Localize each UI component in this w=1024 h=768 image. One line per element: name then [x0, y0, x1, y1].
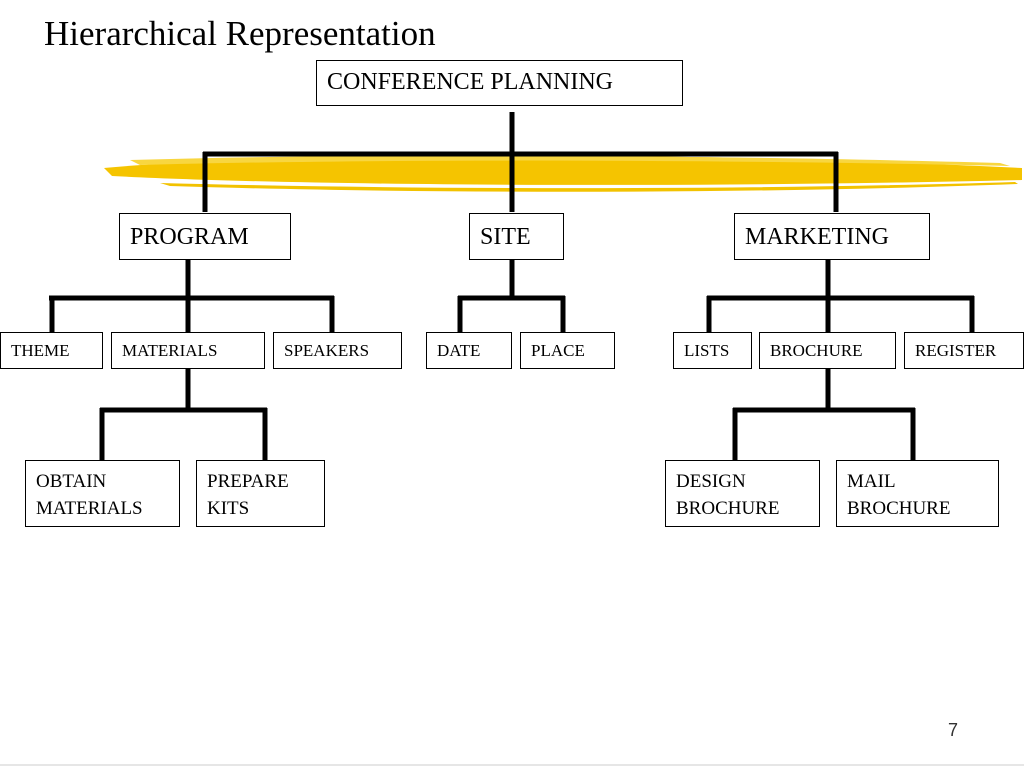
footer-divider [0, 764, 1024, 766]
highlighter-stroke [104, 155, 1022, 192]
node-program: PROGRAM [119, 213, 291, 260]
node-register: REGISTER [904, 332, 1024, 369]
node-lists: LISTS [673, 332, 752, 369]
node-site: SITE [469, 213, 564, 260]
node-design-brochure: DESIGN BROCHURE [665, 460, 820, 527]
node-place: PLACE [520, 332, 615, 369]
node-date: DATE [426, 332, 512, 369]
node-speakers: SPEAKERS [273, 332, 402, 369]
node-brochure: BROCHURE [759, 332, 896, 369]
slide-title: Hierarchical Representation [44, 14, 436, 53]
node-materials: MATERIALS [111, 332, 265, 369]
page-number: 7 [947, 720, 958, 740]
node-conference-planning: CONFERENCE PLANNING [316, 60, 683, 106]
node-mail-brochure: MAIL BROCHURE [836, 460, 999, 527]
node-theme: THEME [0, 332, 103, 369]
node-marketing: MARKETING [734, 213, 930, 260]
node-prepare-kits: PREPARE KITS [196, 460, 325, 527]
node-obtain-materials: OBTAIN MATERIALS [25, 460, 180, 527]
